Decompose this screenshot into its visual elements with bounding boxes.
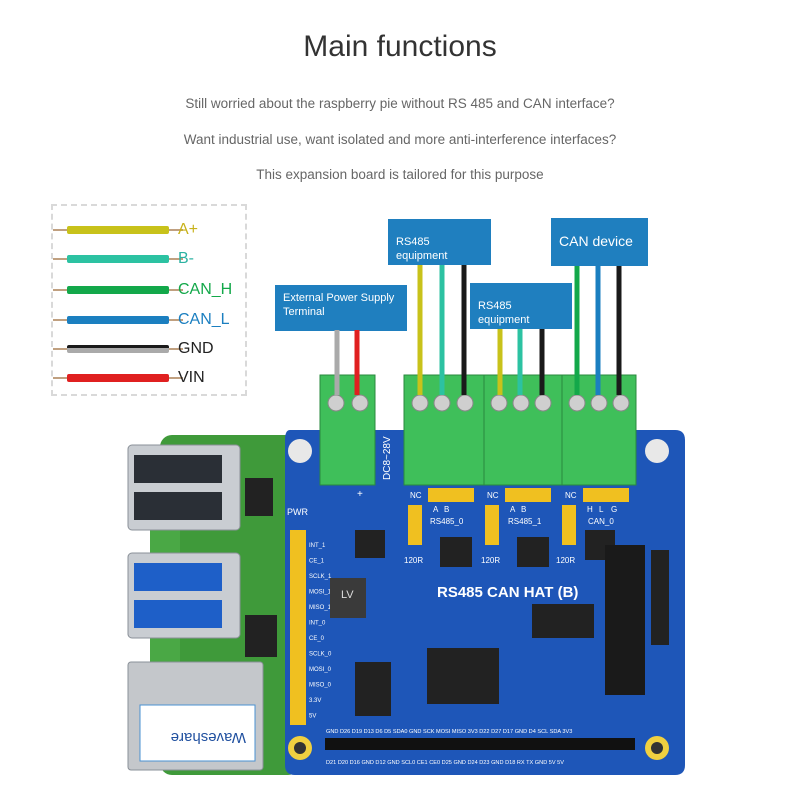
legend-row-vin: VIN [53,368,247,388]
side-pin-label: 5V [309,714,316,720]
callout-can-device: CAN device [551,218,648,266]
page-title: Main functions [303,30,497,63]
can-0-jumper [583,488,629,502]
usb-port-1 [127,444,241,531]
nc-label-2: NC [565,491,577,500]
rs485-1-terminal [483,374,563,486]
side-pin-label: CE_0 [309,636,325,642]
subtitle-line-2: Want industrial use, want isolated and m… [183,132,617,147]
gpio-labels-row-2: D21 D20 D16 GND D12 GND SCL0 CE1 CE0 D25… [326,760,564,766]
jumper-l-label: L [599,505,604,514]
side-pin-label: SCLK_1 [309,574,332,580]
legend-row-a-plus: A+ [53,220,247,240]
legend-label-can-h: CAN_H [178,281,233,298]
jumper-g-label: G [611,505,617,514]
rs485-1-jumper [505,488,551,502]
jumper-h-label: H [587,505,593,514]
side-pin-label: 3.3V [309,698,321,704]
lv-label: LV [341,589,354,601]
callout-rs485-equipment-1: RS485 equipment [470,283,572,329]
legend-wire-b-minus [53,255,183,263]
legend-label-can-l: CAN_L [178,311,230,328]
side-pin-label: MISO_1 [309,605,332,611]
side-pin-label: MOSI_1 [309,590,332,596]
side-pin-label: MISO_0 [309,683,332,689]
legend-row-b-minus: B- [53,249,247,269]
legend-row-gnd: GND [53,339,247,359]
voltage-label: DC8~28V [382,436,393,480]
jumper-b-label-1: B [521,505,526,514]
usb-port-2 [127,552,241,639]
legend-label-a-plus: A+ [178,221,199,238]
side-pin-label: INT_0 [309,621,326,627]
jumper-a-label-1: A [510,505,516,514]
rs485-0-label: RS485_0 [430,517,464,526]
callout-rs485-equipment-0: RS485 equipment [388,219,491,265]
side-pin-header [290,530,306,725]
side-pin-label: CE_1 [309,559,325,565]
side-pin-label: MOSI_0 [309,667,332,673]
gpio-header [325,738,635,750]
legend-wire-gnd [53,345,183,353]
legend-label-vin: VIN [178,369,205,386]
waveshare-label: Waveshare [171,729,246,746]
subtitle-line-3: This expansion board is tailored for thi… [256,167,544,182]
jumper-a-label-0: A [433,505,439,514]
wire-color-legend: A+ B- CAN_H CAN_L GND VIN [51,204,247,396]
callout-external-power: External Power Supply Terminal [275,285,407,331]
nc-label-0: NC [410,491,422,500]
nc-label-1: NC [487,491,499,500]
power-terminal [319,374,376,486]
side-pin-label: SCLK_0 [309,652,332,658]
legend-wire-can-l [53,316,183,324]
board-name: RS485 CAN HAT (B) [437,584,578,601]
side-pin-labels: INT_1CE_1SCLK_1MOSI_1MISO_1INT_0CE_0SCLK… [309,543,332,720]
legend-wire-can-h [53,286,183,294]
legend-label-b-minus: B- [178,250,194,267]
plus-label: + [357,489,363,500]
rs485-1-label: RS485_1 [508,517,542,526]
r120-label-0: 120R [404,556,423,565]
can-0-label: CAN_0 [588,517,614,526]
jumper-b-label-0: B [444,505,449,514]
subtitle-line-1: Still worried about the raspberry pie wi… [185,96,615,111]
legend-wire-vin [53,374,183,382]
legend-row-can-h: CAN_H [53,280,247,300]
r120-label-2: 120R [556,556,575,565]
gpio-labels-row-1: GND D26 D19 D13 D6 D5 SDA0 GND SCK MOSI … [326,729,572,735]
ethernet-port: Waveshare [127,661,264,771]
r120-label-1: 120R [481,556,500,565]
lv-inductor [330,578,366,618]
legend-label-gnd: GND [178,340,214,357]
legend-wire-a-plus [53,226,183,234]
side-pin-label: INT_1 [309,543,326,549]
pwr-label: PWR [287,507,308,517]
legend-row-can-l: CAN_L [53,310,247,330]
rs485-0-jumper [428,488,474,502]
